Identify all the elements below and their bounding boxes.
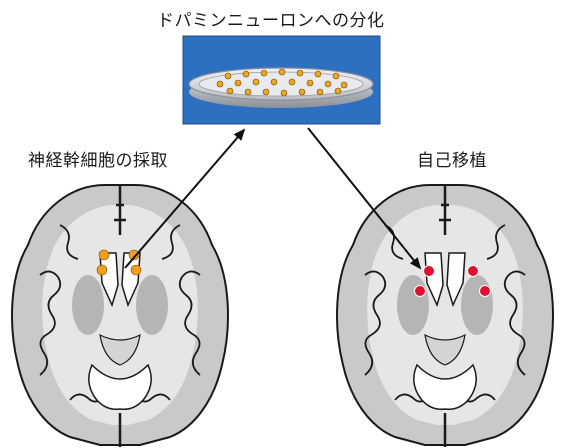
recipient-brain [337, 185, 553, 447]
dish-cell [235, 80, 241, 86]
transplant-cell [480, 286, 491, 297]
dish-cell [299, 89, 305, 95]
transplant-cell [468, 266, 479, 277]
dish-cell [225, 73, 231, 79]
dish-cell [217, 81, 223, 87]
transplant-cell [424, 266, 435, 277]
dish-cell [289, 79, 295, 85]
harvest-cell [99, 250, 109, 260]
dish-cell [325, 81, 331, 87]
donor-brain [12, 185, 228, 447]
transplant-cell [415, 286, 426, 297]
dish-cell [335, 88, 341, 94]
harvest-cell [131, 265, 141, 275]
dish-cell [315, 71, 321, 77]
dish-cell [341, 82, 347, 88]
dish-cell [271, 79, 277, 85]
dish-cell [307, 80, 313, 86]
dish-cell [281, 90, 287, 96]
dish-cell [333, 73, 339, 79]
dish-cell [227, 88, 233, 94]
dish-cell [243, 71, 249, 77]
dish-cell [263, 89, 269, 95]
dish-cell [279, 69, 285, 75]
dish-cell [245, 89, 251, 95]
dish-cell [253, 79, 259, 85]
dish-cell [261, 70, 267, 76]
harvest-cell [97, 265, 107, 275]
petri-dish [183, 36, 380, 124]
dish-cell [317, 89, 323, 95]
dish-cell [297, 70, 303, 76]
